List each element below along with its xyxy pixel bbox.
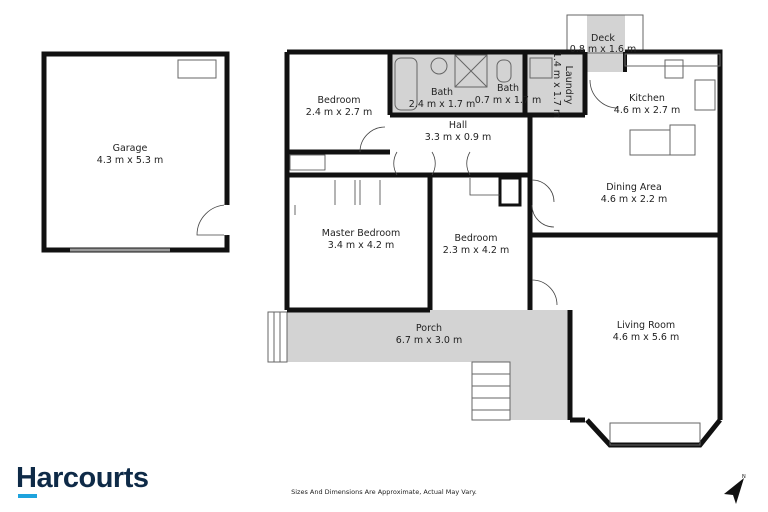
bath1-name: Bath [431,87,453,98]
bedroom2-name: Bedroom [455,233,498,244]
north-label: N [742,474,746,480]
kitchen-size: 4.6 m x 2.7 m [614,105,680,116]
living-size: 4.6 m x 5.6 m [613,332,679,343]
dining-name: Dining Area [606,182,662,193]
harcourts-logo: Harcourts [16,462,149,494]
doors [289,79,619,306]
bath1-size: 2.4 m x 1.7 m [409,99,475,110]
porch-name: Porch [416,323,442,334]
living-name: Living Room [617,320,675,331]
deck-name: Deck [591,33,615,44]
north-arrow-icon: N [724,474,746,504]
bedroom2-size: 2.3 m x 4.2 m [443,245,509,256]
hall-name: Hall [449,120,467,131]
steps [267,14,644,421]
room-labels: Garage 4.3 m x 5.3 m Bedroom 2.4 m x 2.7… [97,33,680,346]
master-size: 3.4 m x 4.2 m [328,240,394,251]
hall-size: 3.3 m x 0.9 m [425,132,491,143]
laundry-name: Laundry [563,66,574,105]
bedroom1-size: 2.4 m x 2.7 m [306,107,372,118]
garage [41,51,230,253]
house-walls [284,49,723,448]
fixtures [394,53,721,156]
bath2-name: Bath [497,83,519,94]
garage-name: Garage [113,143,148,154]
garage-size: 4.3 m x 5.3 m [97,155,163,166]
master-name: Master Bedroom [322,228,400,239]
laundry-size: 1.4 m x 1.7 m [551,52,562,118]
dining-size: 4.6 m x 2.2 m [601,194,667,205]
disclaimer: Sizes And Dimensions Are Approximate, Ac… [291,488,477,496]
porch-size: 6.7 m x 3.0 m [396,335,462,346]
deck-size: 0.8 m x 1.6 m [570,44,636,55]
bath2-size: 0.7 m x 1.7 m [475,95,541,106]
logo-accent-bar [18,494,37,498]
kitchen-name: Kitchen [629,93,665,104]
bedroom1-name: Bedroom [318,95,361,106]
